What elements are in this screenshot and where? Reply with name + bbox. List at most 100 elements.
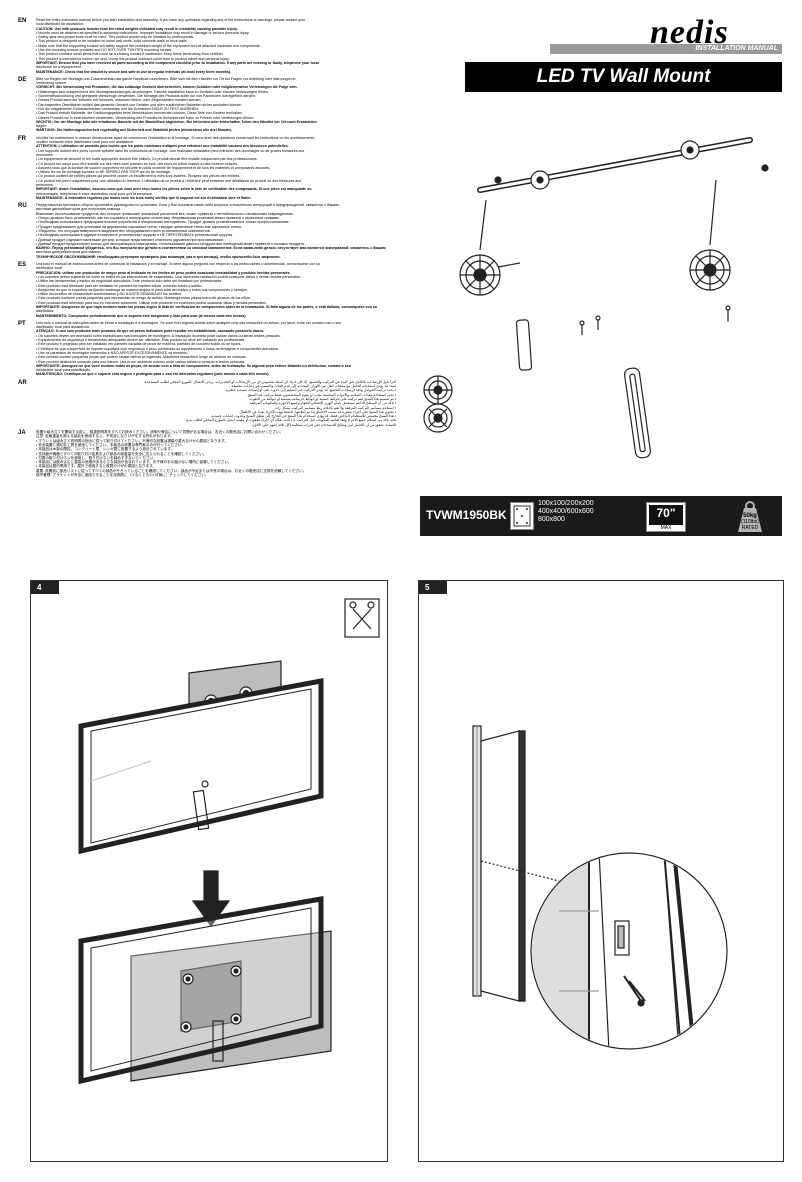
instruction-line: • يجب تركيب الحوامل وفقاً لإرشادات التجم…: [224, 388, 396, 393]
step-5-illustration: [472, 725, 728, 1050]
language-text: Bitte vor Beginn der Montage und Zusamme…: [36, 77, 396, 133]
instruction-line: • Dieses Produkt kann auf Wänden mit Hol…: [36, 98, 202, 103]
instruction-line: • Mounts must be attached as specified i…: [36, 30, 250, 35]
language-block-ja: JA 設置や組み立てを開始する前に、取扱説明書をすべてお読みください。説明や警告に…: [18, 430, 396, 477]
instruction-line: CAUTION: Use with products heavier than …: [36, 26, 238, 31]
instruction-line: • استخدم مسامير التركيب المرفقة ولا تقم …: [273, 405, 396, 410]
instruction-line: Read the entire instruction manual befor…: [36, 18, 306, 22]
instruction-line: • Make sure that the supporting surface …: [36, 43, 261, 48]
instruction-line: WICHTIG: Vor der Montage bitte alle erha…: [36, 119, 317, 124]
instruction-line: • يحتوي هذا المنتج على أجزاء صغيرة قد تس…: [238, 409, 396, 414]
step-number: 4: [37, 583, 42, 592]
vesa-list: 100x100/200x200 400x400/600x600 800x800: [538, 500, 594, 524]
instruction-line: veuillez contacter votre distributeur lo…: [36, 140, 135, 145]
step-4-header: 4: [31, 581, 59, 594]
weight-lb: (110lbs): [741, 519, 759, 525]
instruction-line: • Dieses Produkt nur in Innenräumen verw…: [36, 115, 255, 120]
language-text: Leia todo o manual de instruções antes d…: [36, 321, 396, 377]
language-code: AR: [18, 379, 27, 386]
instruction-line: • Ce produit est conçu pour être install…: [36, 161, 239, 166]
wall-mount-illustration: [423, 137, 769, 459]
instruction-line: • Необходимо использовать предохранитель…: [36, 220, 290, 225]
instruction-line: PRECAUCIÓN: utilizar con productos de ma…: [36, 270, 291, 275]
instruction-line: • Este producto está diseñado para ser i…: [36, 283, 203, 288]
instruction-line: • Nur die mitgelieferten Einbauschrauben…: [36, 106, 199, 111]
instruction-line: 設置や組み立てを開始する前に、取扱説明書をすべてお読みください。説明や警告につい…: [36, 430, 284, 435]
instruction-line: • يجب استخدام معدات السلامة والأدوات الم…: [246, 392, 396, 397]
language-block-de: DE Bitte vor Beginn der Montage und Zusam…: [18, 77, 396, 133]
instruction-line: Veuillez lire entièrement le manuel d'in…: [36, 135, 316, 140]
instruction-line: • Ce produit contient de petites pièces …: [36, 174, 241, 179]
language-code: JA: [18, 430, 26, 437]
instruction-line: • Este produto contém pequenas peças que…: [36, 355, 247, 360]
instruction-line: • Utilisez les vis de montage fournies e…: [36, 170, 171, 175]
max-size: 70": [656, 506, 676, 520]
language-text: اقرأ دليل الإرشادات بالكامل قبل البدء في…: [36, 380, 396, 427]
instruction-line: personnes.: [36, 182, 54, 187]
instruction-line: endommagée, téléphonez à votre distribut…: [36, 191, 153, 196]
instruction-line: • Assurez-vous que la surface de soutien…: [36, 165, 271, 170]
instruction-line: fragen.: [36, 124, 48, 129]
language-text: 設置や組み立てを開始する前に、取扱説明書をすべてお読みください。説明や警告につい…: [36, 430, 396, 477]
instruction-line: • Equipamentos de segurança e ferramenta…: [36, 338, 246, 343]
instruction-line: • Use the mounting screws provided and D…: [36, 48, 173, 53]
instruction-line: • Utilice las herramientas y equipo de s…: [36, 279, 223, 284]
instruction-line: • 本製品は屋内専用です。屋外で使用すると故障やけがの原因となります。: [36, 464, 157, 469]
vesa-line: 100x100/200x200: [538, 500, 594, 507]
instruction-line: Leia todo o manual de instruções antes d…: [36, 320, 342, 325]
language-block-en: EN Read the entire instruction manual bef…: [18, 18, 396, 74]
instruction-line: distribuidor local.: [36, 266, 63, 271]
weight-rated: RATED: [741, 525, 759, 531]
instruction-line: personnes.: [36, 152, 54, 157]
instruction-line: ATTENTION: L'utilisation de produits plu…: [36, 144, 289, 149]
instruction-line: • Опоры должны быть установлены, как это…: [36, 216, 280, 221]
language-code: PT: [18, 320, 26, 327]
instruction-line: • マウントは組み立て説明書の指示に従って取り付けてください。不適切な設置は損傷…: [36, 438, 228, 443]
instructions-column: EN Read the entire instruction manual bef…: [18, 18, 396, 528]
instruction-line: • Certifique-se que a superfície de supo…: [36, 346, 279, 351]
instruction-line: distribuidor.: [36, 309, 55, 314]
language-code: EN: [18, 18, 27, 24]
instruction-line: • This product contains small items that…: [36, 52, 224, 57]
instruction-line: IMPORTANTE: Asegúrese de que haya recibi…: [36, 305, 378, 309]
instruction-line: 注意: 定格重量を超える製品を使用すると、不安定になりけがをする恐れがあります。: [36, 434, 174, 439]
vesa-line: 400x400/600x600: [538, 508, 594, 515]
instruction-line: местным дистрибьютором для замены.: [36, 250, 102, 255]
instruction-line: • Ce produit est prévu uniquement pour u…: [36, 178, 302, 183]
instruction-line: • Este producto está diseñado para uso e…: [36, 300, 267, 305]
instruction-line: 重要: 設置前に部品リストに従ってすべての部品がそろっていることを確認してくださ…: [36, 468, 307, 473]
instruction-line: • Les supports doivent être joints comme…: [36, 148, 305, 153]
instruction-line: • Das Produkt enthält Kleinteile, die Er…: [36, 111, 243, 116]
instruction-line: • هذا المنتج مخصص للاستخدام الداخلي فقط.…: [210, 414, 396, 419]
instruction-line: distributor for a replacement.: [36, 65, 82, 70]
language-code: DE: [18, 76, 27, 83]
instruction-line: • Safety gear and proper tools must be u…: [36, 35, 195, 40]
instruction-line: • Use os parafusos de montagem fornecido…: [36, 350, 188, 355]
instruction-line: تنبيه: قد يؤدي استخدام الحامل مع منتجات …: [230, 384, 396, 389]
instruction-line: IMPORTANT: Avant l'installation, assurez…: [36, 187, 312, 192]
step-number: 5: [425, 583, 430, 592]
spec-bar: [420, 496, 782, 536]
language-block-ar: AR اقرأ دليل الإرشادات بالكامل قبل البدء …: [18, 380, 396, 427]
instruction-line: WARTUNG: Die Halterungssicherheit regelm…: [36, 128, 233, 133]
language-block-pt: PT Leia todo o manual de instruções antes…: [18, 321, 396, 377]
instruction-line: • Los soportes deben sujetarse tal como …: [36, 274, 301, 279]
instruction-line: • Os suportes devem ser anexados como es…: [36, 333, 281, 338]
weight-value: 50kg: [743, 513, 757, 519]
language-code: ES: [18, 262, 27, 269]
max-label: MAX: [660, 525, 672, 531]
instruction-line: • Die tragenden Oberflächen sollten das …: [36, 102, 243, 107]
instruction-line: IMPORTANT: Ensure that you have received…: [36, 60, 319, 65]
instruction-line: местным дистрибьютором для получения пом…: [36, 207, 122, 212]
instruction-line: Внимание: Использование продуктов, вес к…: [36, 211, 294, 216]
instruction-line: اقرأ دليل الإرشادات بالكامل قبل البدء في…: [143, 379, 396, 384]
instruction-line: Lea todo el manual de instrucciones ante…: [36, 262, 320, 267]
language-block-es: ES Lea todo el manual de instrucciones an…: [18, 262, 396, 318]
instruction-line: distribuidor local para substituição.: [36, 368, 92, 373]
instruction-line: الصيانة: تحقق من أن الحامل آمن وصالح للا…: [251, 422, 396, 427]
instruction-line: • Данный продукт содержит маленькие дета…: [36, 237, 224, 242]
installation-manual-bar: INSTALLATION MANUAL: [550, 44, 782, 54]
instruction-line: • تأكد من أن السطح الداعم سيتحمل بأمان ا…: [249, 401, 396, 406]
instruction-line: • Asegúrese de que la superficie de fija…: [36, 287, 248, 292]
